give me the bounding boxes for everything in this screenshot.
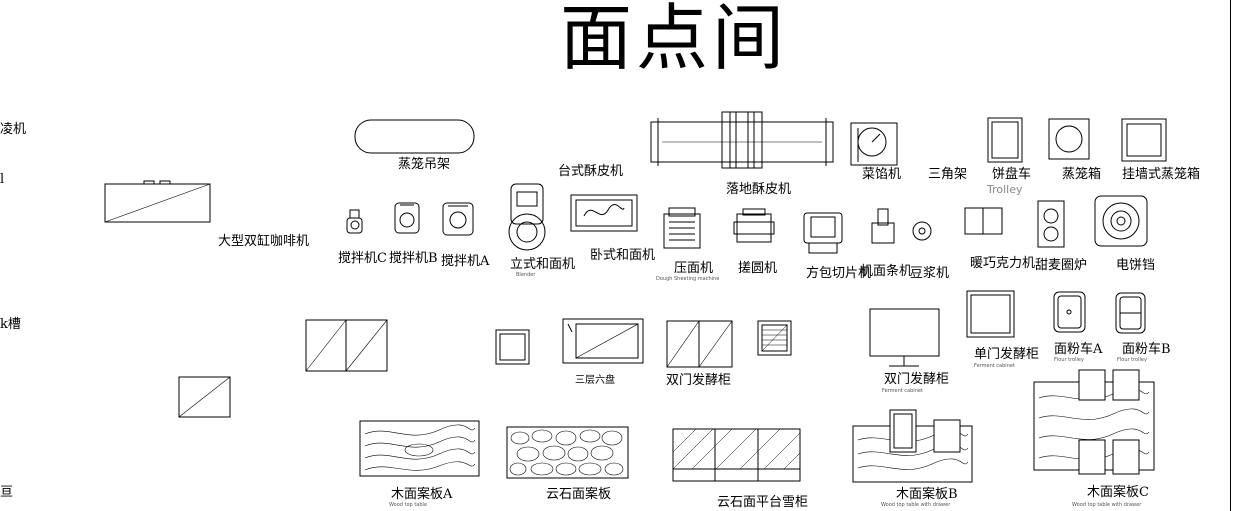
flour-cart-b-symbol xyxy=(1115,292,1147,336)
trolley-english-label: Trolley xyxy=(987,183,1023,196)
double-door-proofer-1-symbol xyxy=(666,320,734,370)
dough-press-label: 压面机 xyxy=(674,261,714,276)
small-cabinet-symbol xyxy=(494,328,532,368)
stone-table-label: 云石面案板 xyxy=(546,487,612,502)
noodle-machine-label: 机面条机 xyxy=(860,264,913,279)
steamer-box-symbol xyxy=(1048,118,1090,160)
left-edge-label-2: l xyxy=(0,172,5,187)
mixer-b-label: 搅拌机B xyxy=(389,251,438,266)
wood-table-c-label: 木面案板C xyxy=(1087,485,1149,500)
stone-freezer-symbol xyxy=(672,428,802,484)
small-sink-symbol xyxy=(178,376,232,420)
ferment-cabinet-english-label: Ferment cabinet xyxy=(974,363,1015,369)
left-edge-label-1: 凌机 xyxy=(0,122,27,137)
wood-table-b-symbol xyxy=(852,408,974,484)
double-sink-symbol xyxy=(305,319,389,373)
hatched-cabinet-symbol xyxy=(757,320,793,358)
donut-fryer-label: 甜麦圈炉 xyxy=(1035,258,1088,273)
wood-table-b-english-label: Wood top table with drawer xyxy=(881,502,951,508)
left-edge-label-4: 亘 xyxy=(0,485,14,500)
noodle-machine-symbol xyxy=(870,207,896,247)
horizontal-dough-mixer-label: 卧式和面机 xyxy=(590,248,656,263)
double-door-proofer-2-label: 双门发酵柜 xyxy=(884,372,950,387)
bread-slicer-symbol xyxy=(803,207,845,257)
wood-table-a-english-label: Wood top table xyxy=(389,502,427,508)
soy-milk-machine-symbol xyxy=(909,218,935,244)
filling-machine-label: 菜馅机 xyxy=(862,167,902,182)
pancake-pan-label: 电饼铛 xyxy=(1116,258,1156,273)
wood-table-b-label: 木面案板B xyxy=(896,487,958,502)
blender-english-label: Blender xyxy=(516,272,536,278)
bread-slicer-label: 方包切片机 xyxy=(806,266,872,281)
filling-machine-symbol xyxy=(850,122,898,166)
mixer-c-symbol xyxy=(345,208,365,236)
triangle-rack-label: 三角架 xyxy=(928,167,968,182)
rounding-machine-label: 搓圆机 xyxy=(738,261,778,276)
wood-table-a-symbol xyxy=(359,420,481,478)
floor-pastry-machine-label: 落地酥皮机 xyxy=(726,182,792,197)
flour-cart-b-english-label: Flour trolley xyxy=(1117,357,1147,363)
mixer-c-label: 搅拌机C xyxy=(338,251,387,266)
stone-table-symbol xyxy=(506,426,630,480)
mixer-a-label: 搅拌机A xyxy=(441,254,490,269)
dough-press-symbol xyxy=(663,206,701,254)
wood-table-a-label: 木面案板A xyxy=(391,487,453,502)
pancake-pan-symbol xyxy=(1094,195,1148,247)
biscuit-trolley-label: 饼盘车 xyxy=(992,167,1032,182)
steamer-rack-label: 蒸笼吊架 xyxy=(398,157,451,172)
double-door-proofer-2-symbol xyxy=(869,308,941,368)
table-pastry-machine-label: 台式酥皮机 xyxy=(558,164,624,179)
ferment-cabinet-english-label-2: Ferment cabinet xyxy=(882,388,923,394)
left-edge-label-3: k槽 xyxy=(0,317,21,332)
dough-press-english-label: Dough Sheeting machine xyxy=(656,276,720,282)
coffee-machine-symbol xyxy=(104,181,212,224)
single-door-proofer-label: 单门发酵柜 xyxy=(974,347,1040,362)
vertical-dough-mixer-label: 立式和面机 xyxy=(510,257,576,272)
three-tier-oven-label: 三层六盘 xyxy=(575,375,615,386)
double-door-proofer-1-label: 双门发酵柜 xyxy=(666,373,732,388)
wall-steamer-box-label: 挂墙式蒸笼箱 xyxy=(1122,167,1201,182)
wall-steamer-box-symbol xyxy=(1121,118,1167,162)
wood-table-c-english-label: Wood top table with drawer xyxy=(1072,502,1142,508)
coffee-machine-label: 大型双缸咖啡机 xyxy=(218,234,310,249)
steamer-rack-symbol xyxy=(354,119,476,155)
sheet-border-line xyxy=(1230,0,1231,511)
rounding-machine-symbol xyxy=(733,208,775,248)
floor-pastry-machine-symbol xyxy=(650,110,835,170)
flour-cart-b-label: 面粉车B xyxy=(1122,342,1171,357)
biscuit-trolley-symbol xyxy=(987,117,1023,165)
mixer-b-symbol xyxy=(392,200,422,238)
flour-cart-a-label: 面粉车A xyxy=(1054,342,1103,357)
horizontal-dough-mixer-symbol xyxy=(570,194,640,234)
flour-cart-a-symbol xyxy=(1053,291,1087,335)
page-title: 面点间 xyxy=(560,0,789,80)
vertical-dough-mixer-symbol xyxy=(505,182,549,254)
wood-table-c-symbol xyxy=(1033,368,1157,486)
three-tier-oven-symbol xyxy=(562,318,644,366)
chocolate-machine-label: 暖巧克力机 xyxy=(970,256,1036,271)
stone-freezer-label: 云石面平台雪柜 xyxy=(717,495,809,510)
mixer-a-symbol xyxy=(440,200,476,240)
donut-fryer-symbol xyxy=(1037,200,1065,248)
chocolate-machine-symbol xyxy=(964,207,1004,237)
soy-milk-machine-label: 豆浆机 xyxy=(910,266,950,281)
steamer-box-label: 蒸笼箱 xyxy=(1062,167,1102,182)
single-door-proofer-symbol xyxy=(966,290,1016,340)
flour-cart-a-english-label: Flour trolley xyxy=(1054,357,1084,363)
